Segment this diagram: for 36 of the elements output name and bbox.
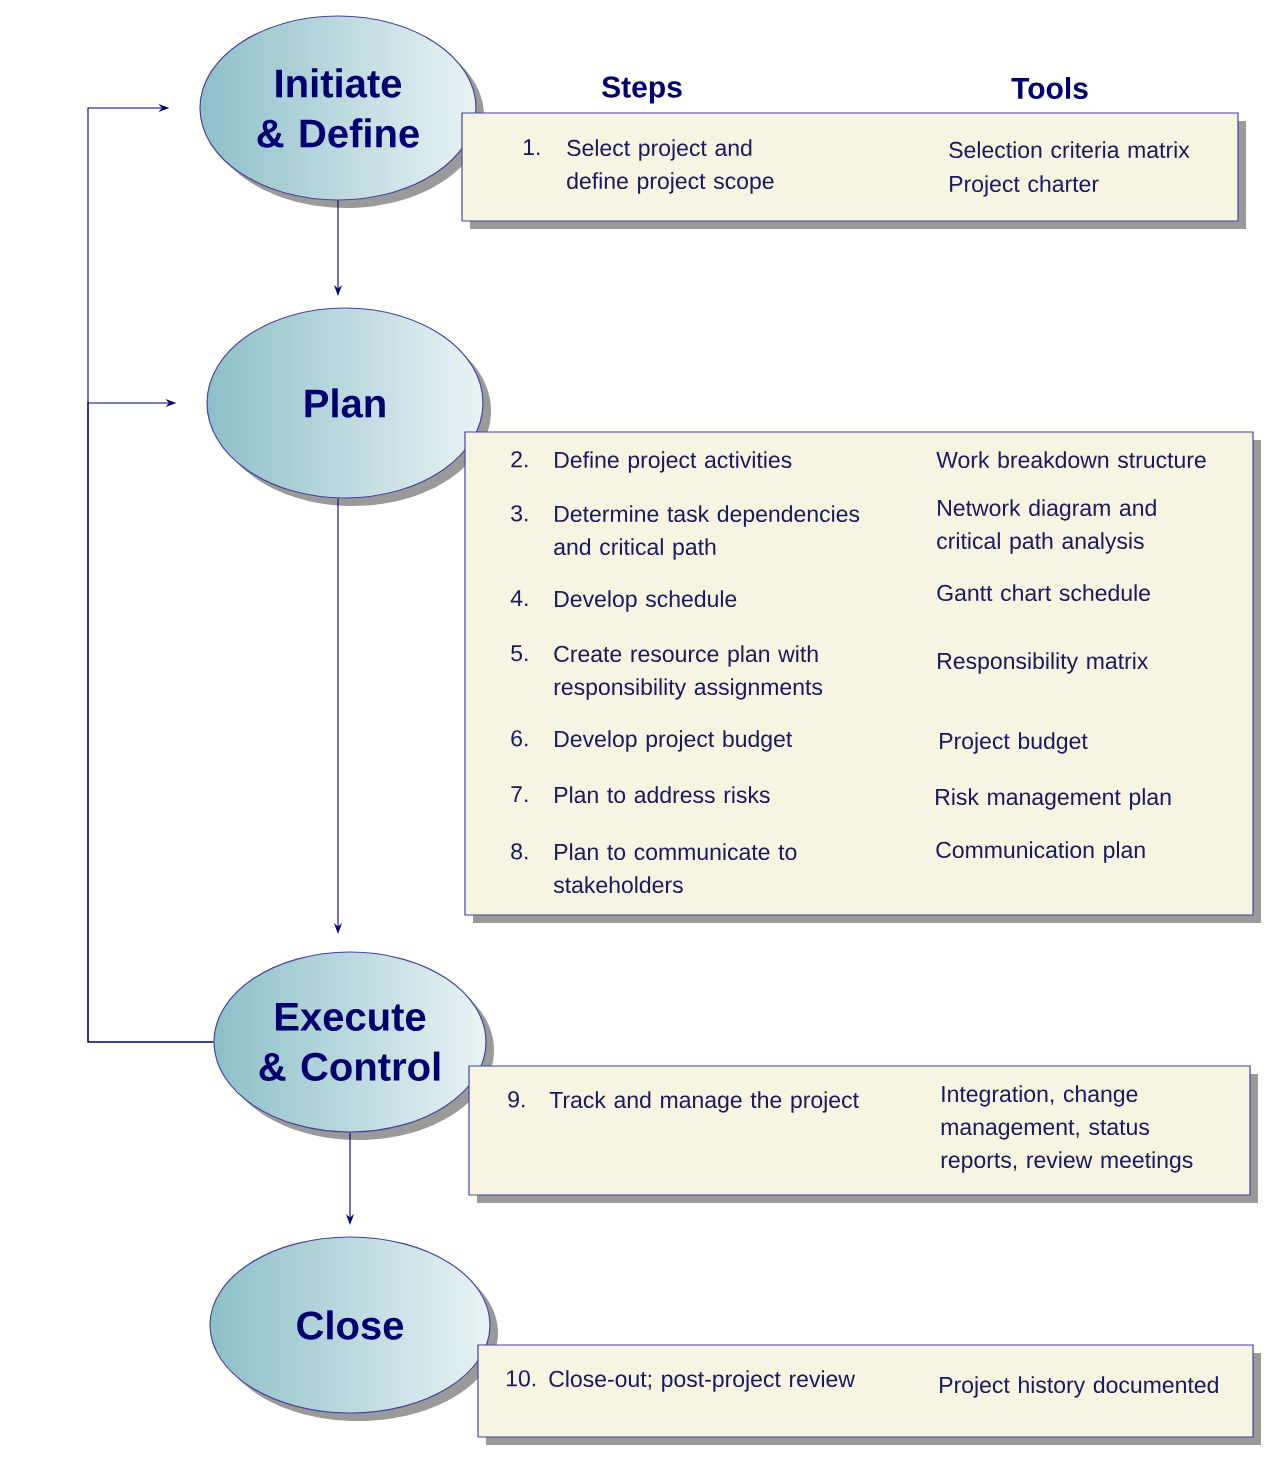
table-text: Define project activities <box>555 451 792 473</box>
table-text: 6. <box>511 730 528 747</box>
table-text: Develop schedule <box>555 590 737 612</box>
table-text: Create resource plan with responsibility assignments <box>554 645 823 700</box>
table-text: Project history documented <box>940 1376 1218 1398</box>
table-text: 9. <box>508 1091 525 1108</box>
connector-arrow <box>87 398 214 1043</box>
table-text: Network diagram and critical path analysis <box>937 499 1156 554</box>
step-table-box <box>464 431 1261 923</box>
table-text: Close-out; post-project review <box>549 1370 855 1392</box>
table-text: 5. <box>511 645 528 662</box>
table-text: Develop project budget <box>555 730 793 752</box>
step-table-box <box>461 112 1246 229</box>
table-text: Plan to communicate to stakeholders <box>553 843 797 894</box>
table-text: Integration, change management, status reports, review meetings <box>941 1085 1193 1173</box>
table-text: Communication plan <box>936 841 1145 863</box>
table-text: Project budget <box>940 732 1088 754</box>
table-text: Gantt chart schedule <box>937 584 1150 602</box>
table-text: Select project and define project scope <box>567 139 774 194</box>
table-text: Plan to address risks <box>555 786 770 804</box>
table-text: 3. <box>511 505 528 522</box>
table-text: 10. <box>506 1370 536 1387</box>
table-text: 7. <box>511 786 528 803</box>
table-text: Responsibility matrix <box>938 652 1149 674</box>
table-text: 4. <box>510 590 528 607</box>
table-text: Determine task dependencies and critical path <box>554 505 860 560</box>
table-text: 1. <box>523 139 540 156</box>
table-text: Selection criteria matrix <box>949 141 1190 159</box>
table-text: 2. <box>511 451 528 468</box>
table-text: Risk management plan <box>936 788 1171 810</box>
table-text: 8. <box>511 843 528 860</box>
table-text: Work breakdown structure <box>936 451 1206 469</box>
table-text: Project charter <box>950 175 1099 197</box>
step-table-box <box>477 1344 1261 1445</box>
table-text: Track and manage the project <box>549 1091 859 1113</box>
step-table-box <box>468 1065 1258 1203</box>
